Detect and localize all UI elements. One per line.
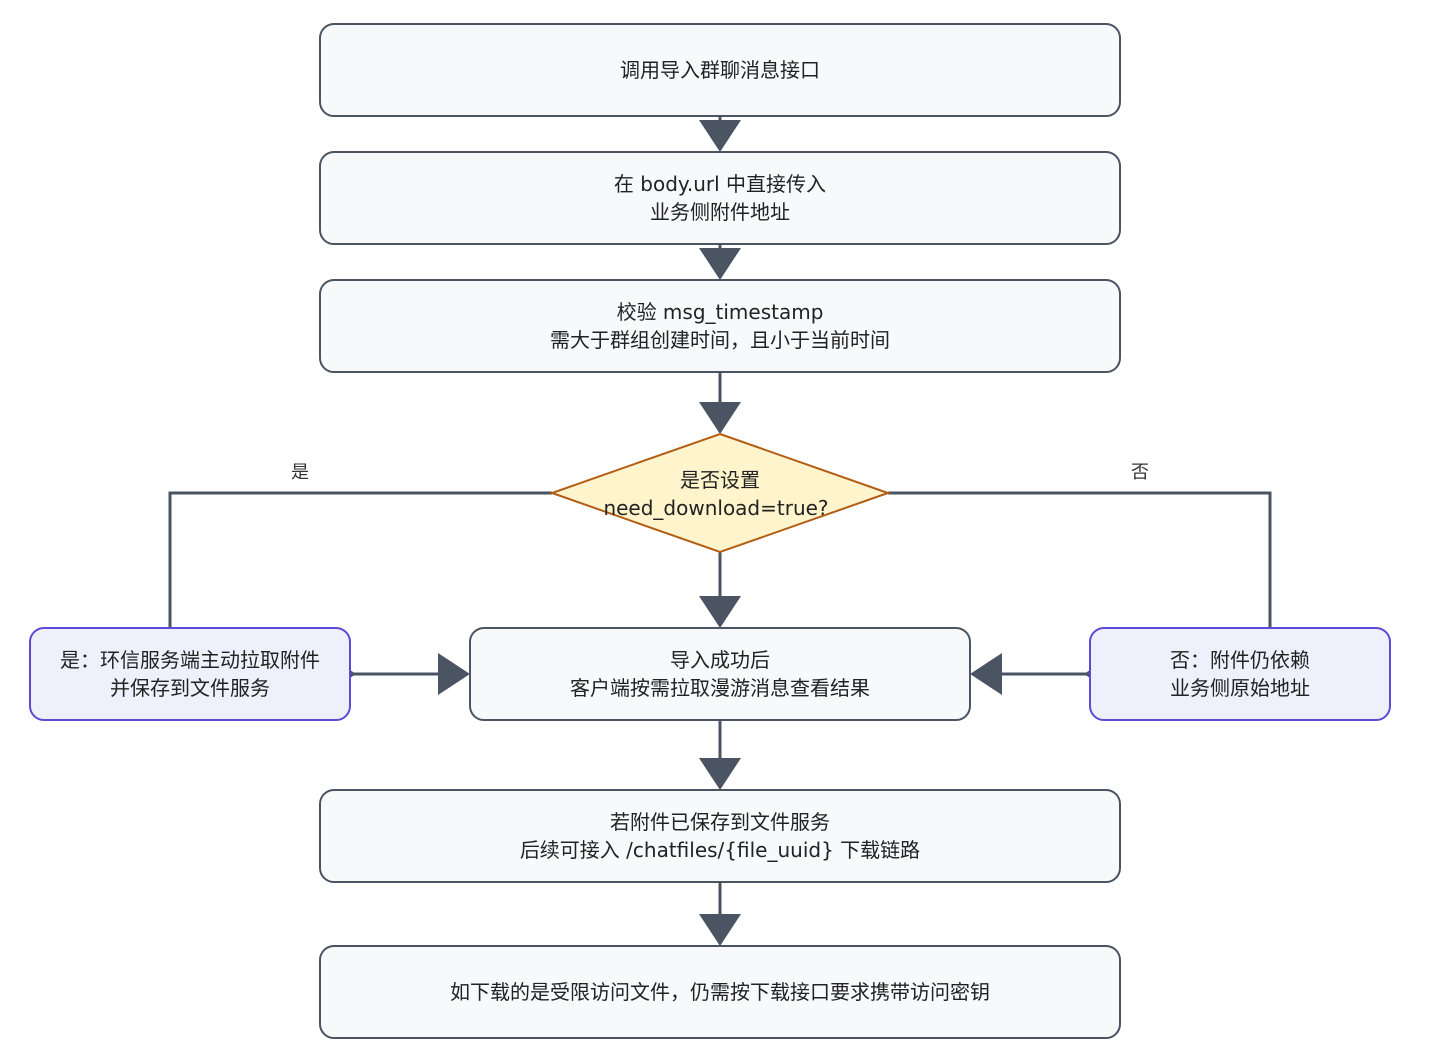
arrowhead-url-to-check bbox=[699, 248, 741, 280]
node-call-api: 调用导入群聊消息接口 bbox=[319, 23, 1121, 117]
node-yes-branch-line1: 是：环信服务端主动拉取附件 bbox=[60, 648, 320, 672]
node-saved-file-line1: 若附件已保存到文件服务 bbox=[610, 810, 830, 834]
edge-no-start-marker bbox=[1084, 670, 1090, 678]
arrowhead-yes-to-after bbox=[438, 653, 470, 695]
node-pass-url-line2: 业务侧附件地址 bbox=[650, 200, 790, 224]
node-restricted-download: 如下载的是受限访问文件，仍需按下载接口要求携带访问密钥 bbox=[319, 945, 1121, 1039]
node-saved-file-line2: 后续可接入 /chatfiles/{file_uuid} 下载链路 bbox=[520, 838, 920, 862]
node-after-import-line2: 客户端按需拉取漫游消息查看结果 bbox=[570, 676, 870, 700]
node-check-timestamp-line2: 需大于群组创建时间，且小于当前时间 bbox=[550, 328, 890, 352]
node-decision: 是否设置 need_download=true? bbox=[548, 432, 892, 554]
edge-label-yes: 是 bbox=[291, 462, 309, 483]
edges bbox=[168, 116, 1272, 946]
node-check-timestamp-box bbox=[319, 279, 1121, 373]
node-yes-branch: 是：环信服务端主动拉取附件 并保存到文件服务 bbox=[29, 627, 351, 721]
node-yes-branch-box bbox=[29, 627, 351, 721]
node-saved-file: 若附件已保存到文件服务 后续可接入 /chatfiles/{file_uuid}… bbox=[319, 789, 1121, 883]
decision-line1: 是否设置 bbox=[680, 468, 760, 492]
node-pass-url: 在 body.url 中直接传入 业务侧附件地址 bbox=[319, 151, 1121, 245]
edge-label-no: 否 bbox=[1131, 462, 1149, 483]
arrowhead-after-to-saved bbox=[699, 758, 741, 790]
arrowhead-decision-to-after bbox=[699, 596, 741, 628]
decision-diamond bbox=[548, 432, 892, 554]
edge-yes-start-marker bbox=[350, 670, 356, 678]
node-call-api-text: 调用导入群聊消息接口 bbox=[620, 58, 820, 82]
node-restricted-download-box bbox=[319, 945, 1121, 1039]
node-yes-branch-line2: 并保存到文件服务 bbox=[110, 676, 270, 700]
node-no-branch: 否：附件仍依赖 业务侧原始地址 bbox=[1089, 627, 1391, 721]
edge-decision-no bbox=[888, 491, 1272, 628]
node-after-import-line1: 导入成功后 bbox=[670, 648, 770, 672]
edge-decision-yes bbox=[168, 491, 552, 628]
node-saved-file-box bbox=[319, 789, 1121, 883]
node-no-branch-line1: 否：附件仍依赖 bbox=[1170, 648, 1310, 672]
node-check-timestamp-line1: 校验 msg_timestamp bbox=[617, 300, 824, 324]
node-after-import-box bbox=[469, 627, 971, 721]
node-pass-url-line1: 在 body.url 中直接传入 bbox=[614, 172, 826, 196]
node-call-api-box bbox=[319, 23, 1121, 117]
node-pass-url-box bbox=[319, 151, 1121, 245]
arrowhead-saved-to-restricted bbox=[699, 914, 741, 946]
decision-line2: need_download=true? bbox=[603, 496, 828, 520]
node-restricted-download-text: 如下载的是受限访问文件，仍需按下载接口要求携带访问密钥 bbox=[450, 980, 990, 1004]
arrowhead-check-to-decision bbox=[699, 402, 741, 434]
node-no-branch-line2: 业务侧原始地址 bbox=[1170, 676, 1310, 700]
node-after-import: 导入成功后 客户端按需拉取漫游消息查看结果 bbox=[469, 627, 971, 721]
arrowhead-call-to-url bbox=[699, 120, 741, 152]
node-check-timestamp: 校验 msg_timestamp 需大于群组创建时间，且小于当前时间 bbox=[319, 279, 1121, 373]
node-no-branch-box bbox=[1089, 627, 1391, 721]
arrowhead-no-to-after bbox=[970, 653, 1002, 695]
